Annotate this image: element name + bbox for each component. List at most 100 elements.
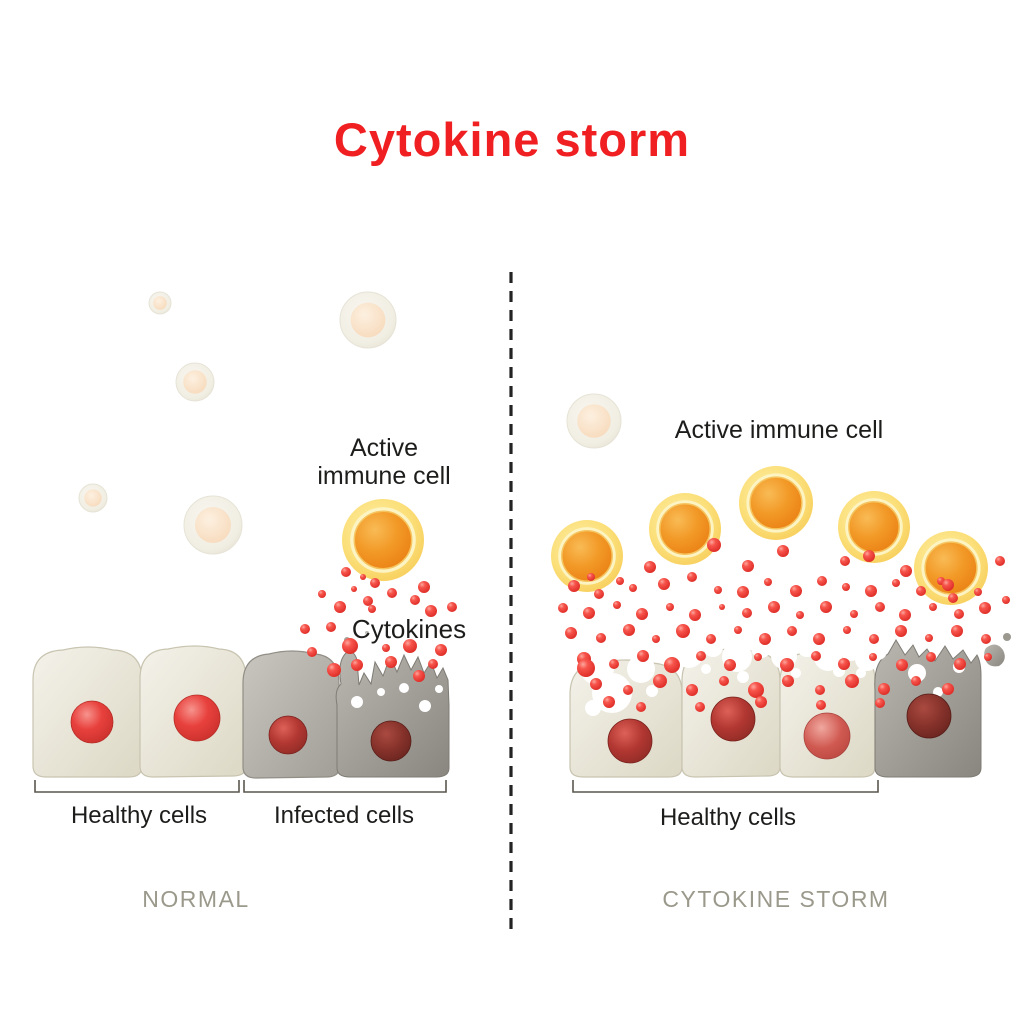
cytokine-dot [896, 659, 908, 671]
cytokine-dot [363, 596, 373, 606]
white-bite [419, 700, 431, 712]
cytokine-dot [869, 634, 879, 644]
brackets [34, 780, 879, 793]
cytokine-dots [300, 538, 1010, 712]
cytokine-dot [981, 634, 991, 644]
white-bite [351, 696, 363, 708]
cytokine-dot [351, 586, 357, 592]
cytokine-dot [995, 556, 1005, 566]
healthy-cells-label-left: Healthy cells [70, 802, 208, 829]
cell-nucleus [607, 718, 653, 764]
cytokine-dot [811, 651, 821, 661]
cytokine-dot [895, 625, 907, 637]
healthy-cells-label-right: Healthy cells [659, 804, 797, 831]
foam-bubble [737, 671, 749, 683]
cytokine-dot [410, 595, 420, 605]
active-immune-cell-label-line2: immune cell [317, 462, 451, 490]
cell-nucleus [70, 700, 114, 744]
cytokine-dot [816, 700, 826, 710]
cytokine-dot [838, 658, 850, 670]
damaged-infected-cell [335, 651, 450, 778]
cytokine-dot [734, 626, 742, 634]
cytokine-dot [755, 696, 767, 708]
cytokine-dot [737, 586, 749, 598]
cytokine-dot [300, 624, 310, 634]
cytokine-dot [676, 624, 690, 638]
cytokine-dot [425, 605, 437, 617]
cytokine-dot [951, 625, 963, 637]
cytokine-dot [900, 565, 912, 577]
cytokine-dot [911, 676, 921, 686]
left-cell-row [32, 631, 450, 779]
foam-bubble [791, 668, 801, 678]
cytokine-dot [869, 653, 877, 661]
active-immune-cell-core [659, 503, 711, 555]
active-immune-cell-label-left: Active immune cell [317, 434, 450, 490]
cytokine-dot [748, 682, 764, 698]
cytokine-dot [418, 581, 430, 593]
cytokine-dot [974, 588, 982, 596]
active-immune-cell-core [749, 476, 803, 530]
caption-cytokine-storm: CYTOKINE STORM [662, 886, 890, 912]
cytokine-dot [413, 670, 425, 682]
inactive-immune-cell-core [577, 404, 611, 438]
active-immune-cell-label-right: Active immune cell [674, 416, 884, 444]
membrane-fragment [1003, 633, 1011, 641]
cytokine-dot [623, 685, 633, 695]
cell-nucleus [906, 693, 952, 739]
cytokine-dot [878, 683, 890, 695]
cytokine-dot [568, 580, 580, 592]
cytokine-dot [326, 622, 336, 632]
active-immune-cell-label-line1: Active [349, 434, 419, 462]
cytokine-dot [636, 702, 646, 712]
cell-nucleus [803, 712, 851, 760]
foam-bubble [675, 640, 703, 668]
foam-bubble [814, 643, 842, 671]
membrane-fragment [984, 644, 1005, 667]
cytokine-dot [777, 545, 789, 557]
cytokine-dot [447, 602, 457, 612]
bracket-healthy-right [572, 780, 879, 793]
cytokine-dot [742, 560, 754, 572]
cytokine-dot [719, 604, 725, 610]
cytokine-dot [840, 556, 850, 566]
white-bite [377, 688, 385, 696]
cytokine-dot [796, 611, 804, 619]
cytokine-dot [334, 601, 346, 613]
cytokine-dot [790, 585, 802, 597]
cytokine-dot [689, 609, 701, 621]
cytokine-dot [594, 589, 604, 599]
cytokine-dot [613, 601, 621, 609]
cytokine-dot [368, 605, 376, 613]
cytokine-dot [435, 644, 447, 656]
cytokine-dot [609, 659, 619, 669]
cytokine-dot [954, 609, 964, 619]
cytokine-dot [644, 561, 656, 573]
foam-bubble [646, 685, 658, 697]
foam-bubble [701, 664, 711, 674]
infected-cells-label-left: Infected cells [273, 802, 415, 829]
cytokine-dot [1002, 596, 1010, 604]
cytokine-dot [916, 586, 926, 596]
cytokine-dot [929, 603, 937, 611]
cytokine-dot [342, 638, 358, 654]
cytokine-dot [754, 653, 762, 661]
cytokine-dot [925, 634, 933, 642]
cytokine-dot [942, 579, 954, 591]
cytokine-dot [926, 652, 936, 662]
cytokine-dot [948, 593, 958, 603]
cytokine-dot [742, 608, 752, 618]
cytokine-dot [787, 626, 797, 636]
cytokine-dot [636, 608, 648, 620]
cytokine-dot [706, 634, 716, 644]
bracket-healthy-left [34, 780, 240, 793]
cell-nucleus [370, 720, 412, 762]
cytokine-dot [382, 644, 390, 652]
cytokine-dot [658, 578, 670, 590]
cytokine-dot [892, 579, 900, 587]
active-immune-cells [342, 466, 988, 605]
cytokine-dot [899, 609, 911, 621]
cytokine-dot [695, 702, 705, 712]
cytokine-dot [616, 577, 624, 585]
